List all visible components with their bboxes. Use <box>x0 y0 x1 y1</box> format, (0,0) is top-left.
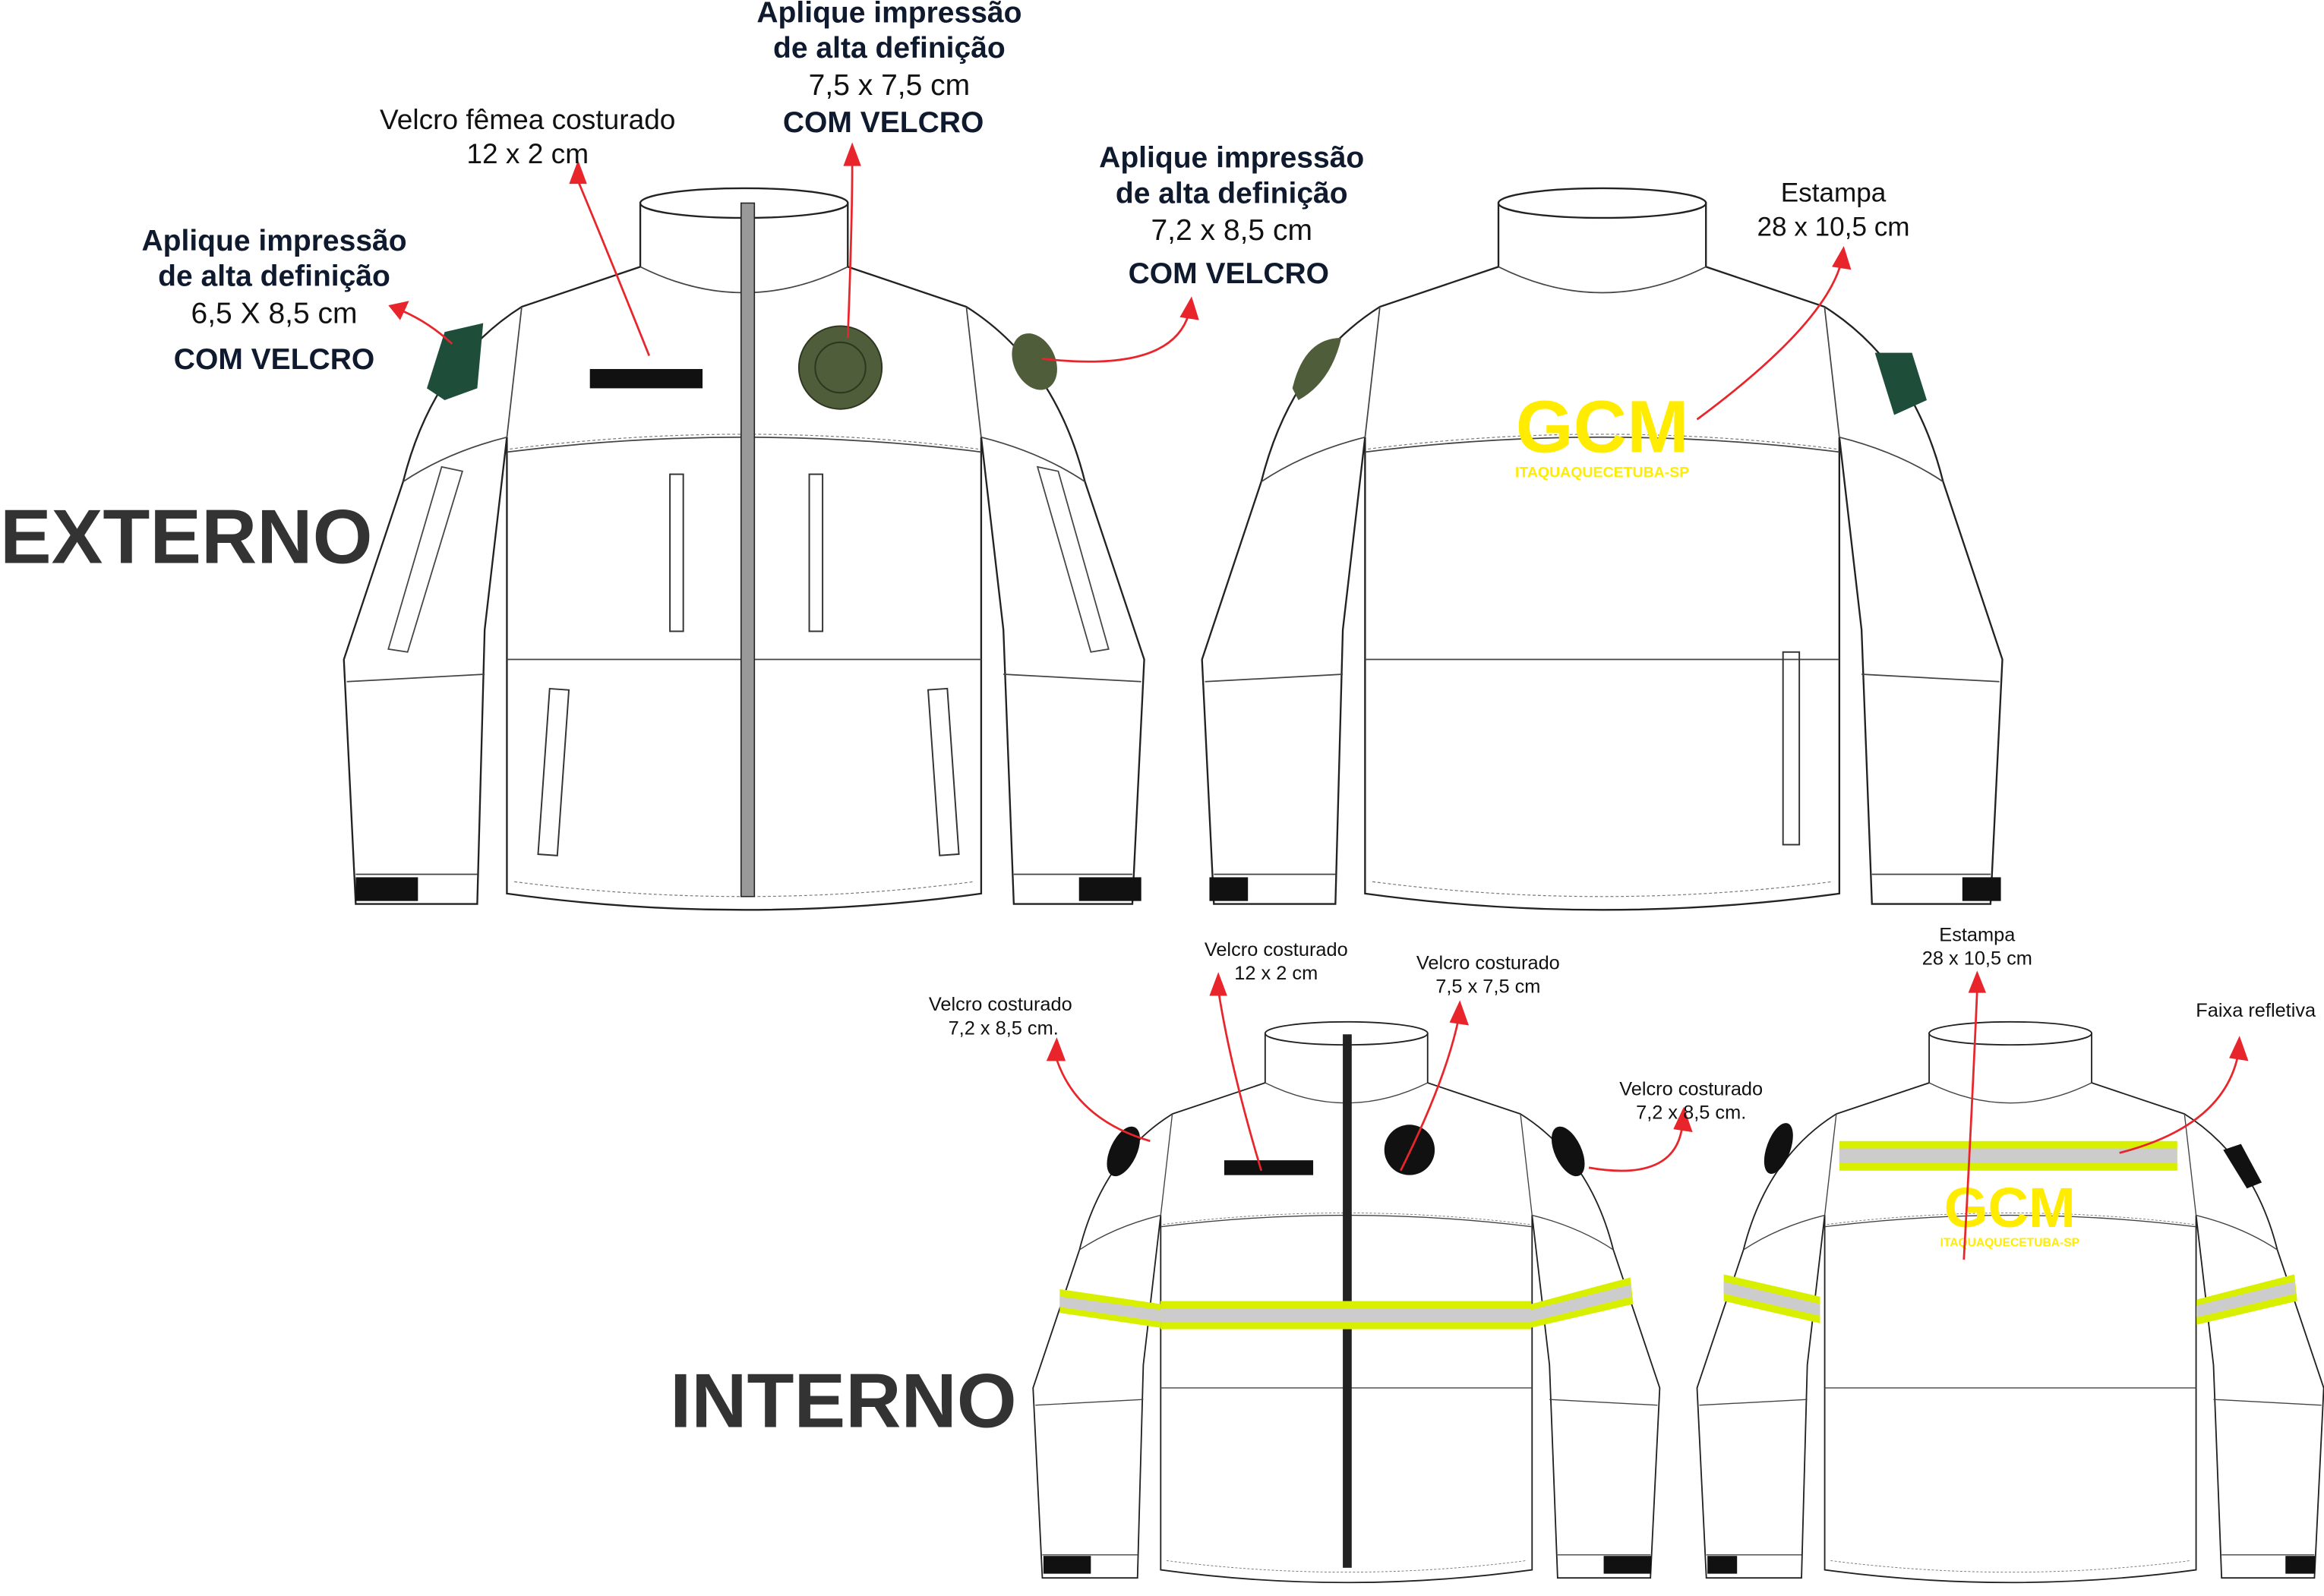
left-sleeve-patch <box>427 323 484 401</box>
svg-text:Velcro costurado: Velcro costurado <box>1416 952 1560 973</box>
label-internal-left-sleeve: Velcro costurado 7,2 x 8,5 cm. <box>929 994 1072 1039</box>
label-internal-name-velcro: Velcro costurado 12 x 2 cm <box>1205 939 1348 984</box>
back-print-gcm: GCM <box>1944 1176 2076 1239</box>
chest-pocket <box>669 473 684 632</box>
label-left-sleeve-patch: Aplique impressão de alta definição 6,5 … <box>141 225 406 376</box>
chest-patch <box>797 325 883 410</box>
svg-text:COM VELCRO: COM VELCRO <box>783 106 984 139</box>
reflective-band-front <box>1059 1277 1634 1329</box>
internal-back-jacket: GCM ITAQUAQUECETUBA-SP <box>1696 1020 2324 1584</box>
label-right-sleeve-patch: Aplique impressão de alta definição 7,2 … <box>1099 142 1364 290</box>
svg-text:12 x 2 cm: 12 x 2 cm <box>466 137 589 169</box>
svg-text:7,2 x 8,5 cm.: 7,2 x 8,5 cm. <box>1636 1102 1746 1124</box>
callout-arrows <box>388 142 2249 1260</box>
svg-text:COM VELCRO: COM VELCRO <box>174 343 374 376</box>
right-sleeve-velcro <box>1551 1126 1585 1177</box>
svg-text:Aplique impressão: Aplique impressão <box>141 225 406 257</box>
zipper <box>740 202 756 897</box>
name-velcro <box>589 369 703 389</box>
back-print-gcm: GCM <box>1516 385 1689 468</box>
svg-text:Aplique impressão: Aplique impressão <box>1099 142 1364 175</box>
section-label-external: EXTERNO <box>0 494 373 580</box>
svg-text:28 x 10,5 cm: 28 x 10,5 cm <box>1757 212 1910 241</box>
label-internal-back-print: Estampa 28 x 10,5 cm <box>1922 924 2032 969</box>
svg-text:de alta definição: de alta definição <box>1116 177 1348 210</box>
chest-velcro <box>1384 1124 1435 1175</box>
label-internal-chest-velcro: Velcro costurado 7,5 x 7,5 cm <box>1416 952 1560 997</box>
svg-text:12 x 2 cm: 12 x 2 cm <box>1234 963 1318 984</box>
left-sleeve-velcro <box>1107 1126 1141 1177</box>
label-reflective-band: Faixa refletiva <box>2196 1000 2316 1021</box>
svg-text:7,2 x 8,5 cm: 7,2 x 8,5 cm <box>1151 214 1312 247</box>
label-back-print: Estampa 28 x 10,5 cm <box>1757 178 1910 242</box>
external-front-jacket <box>343 187 1145 911</box>
svg-text:7,5 x 7,5 cm: 7,5 x 7,5 cm <box>809 69 971 102</box>
back-print-city: ITAQUAQUECETUBA-SP <box>1515 464 1689 481</box>
chest-pocket <box>808 473 824 632</box>
svg-text:Velcro costurado: Velcro costurado <box>1619 1078 1763 1099</box>
svg-text:Velcro costurado: Velcro costurado <box>1205 939 1348 960</box>
svg-text:COM VELCRO: COM VELCRO <box>1129 257 1329 290</box>
back-print-city: ITAQUAQUECETUBA-SP <box>1940 1236 2079 1249</box>
right-sleeve-patch <box>1012 333 1057 390</box>
svg-text:Estampa: Estampa <box>1781 178 1887 208</box>
svg-text:6,5 X 8,5 cm: 6,5 X 8,5 cm <box>191 298 358 330</box>
svg-text:28 x 10,5 cm: 28 x 10,5 cm <box>1922 948 2032 970</box>
internal-front-jacket <box>1032 1020 1661 1584</box>
svg-text:7,2 x 8,5 cm.: 7,2 x 8,5 cm. <box>949 1017 1059 1039</box>
svg-text:de alta definição: de alta definição <box>158 260 390 293</box>
svg-text:Estampa: Estampa <box>1939 924 2016 945</box>
label-internal-right-sleeve: Velcro costurado 7,2 x 8,5 cm. <box>1619 1078 1763 1123</box>
label-name-velcro: Velcro fêmea costurado 12 x 2 cm <box>380 103 675 169</box>
name-velcro <box>1224 1160 1314 1175</box>
section-label-internal: INTERNO <box>670 1357 1017 1443</box>
label-chest-patch: Aplique impressão de alta definição 7,5 … <box>756 0 1021 139</box>
external-back-jacket: GCM ITAQUAQUECETUBA-SP <box>1201 187 2004 911</box>
svg-text:de alta definição: de alta definição <box>773 32 1006 65</box>
reflective-band-back <box>1723 1140 2297 1325</box>
svg-text:7,5 x 7,5 cm: 7,5 x 7,5 cm <box>1435 976 1540 998</box>
svg-text:Velcro costurado: Velcro costurado <box>929 994 1072 1015</box>
svg-text:Velcro fêmea costurado: Velcro fêmea costurado <box>380 103 675 135</box>
svg-text:Aplique impressão: Aplique impressão <box>756 0 1021 29</box>
